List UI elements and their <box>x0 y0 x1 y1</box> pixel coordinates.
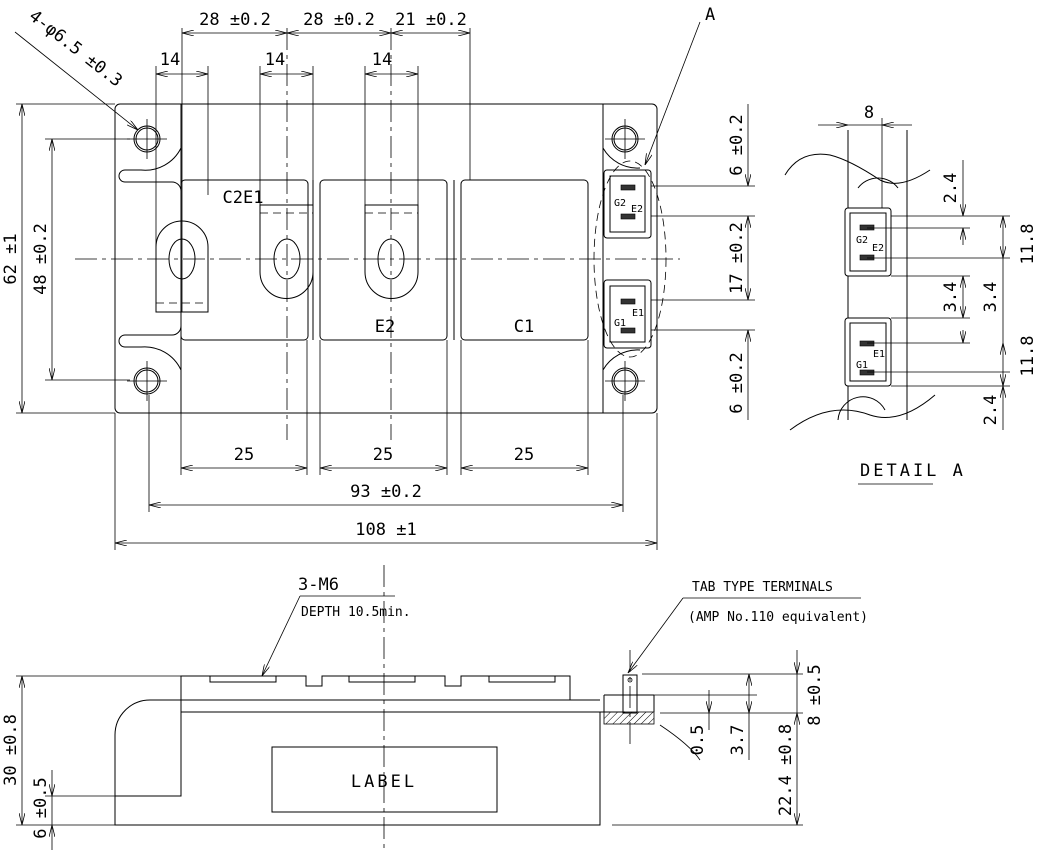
dim-pitch-3: 21 ±0.2 <box>395 10 467 30</box>
dim-terminal-block: 25 <box>514 445 534 465</box>
label-area <box>271 746 498 813</box>
tab-note-sub: (AMP No.110 equivalent) <box>688 610 868 625</box>
detail-label-e1: E1 <box>873 349 885 360</box>
detail-dim: 3.4 <box>981 282 1001 313</box>
detail-a-title: DETAIL A <box>860 461 966 481</box>
detail-dim: 11.8 <box>1018 336 1038 377</box>
terminal-block-e2 <box>319 179 448 341</box>
detail-label-e2: E2 <box>872 243 884 254</box>
detail-dim: 11.8 <box>1018 224 1038 265</box>
dim-right-bottom: 6 ±0.2 <box>727 352 747 413</box>
dim-tab-3-7: 3.7 <box>728 725 748 756</box>
dim-terminal-width: 14 <box>160 50 180 70</box>
side-view: LABEL 3-M6 DEPTH 10.5min. TAB TYPE TERMI… <box>1 565 868 850</box>
dim-length: 108 ±1 <box>355 520 416 540</box>
gate-label-e1: E1 <box>632 308 644 319</box>
mounting-holes <box>127 119 645 401</box>
module-outline <box>114 103 658 414</box>
dim-terminal-width: 14 <box>265 50 285 70</box>
dim-height: 62 ±1 <box>1 233 21 284</box>
gate-block-upper <box>603 169 652 239</box>
dim-right-top: 6 ±0.2 <box>727 114 747 175</box>
terminal-label-c2e1: C2E1 <box>223 188 264 208</box>
dim-hole-pitch-vertical: 48 ±0.2 <box>31 223 51 295</box>
detail-callout-a: A <box>705 5 715 25</box>
top-view: C2E1 E2 C1 G2 E2 E1 G1 28 ±0.2 28 ±0.2 2… <box>1 5 755 550</box>
detail-dim: 2.4 <box>941 173 961 204</box>
dim-right-middle: 17 ±0.2 <box>727 222 747 294</box>
gate-label-g1: G1 <box>614 318 626 329</box>
gate-label-g2: G2 <box>614 198 626 209</box>
detail-a-view: G2 E2 E1 G1 8 2.4 11.8 3.4 3.4 11.8 2.4 … <box>784 103 1038 485</box>
gate-block-lower <box>603 279 652 349</box>
dim-tab-22-4: 22.4 ±0.8 <box>776 724 796 816</box>
detail-dim: 2.4 <box>981 395 1001 426</box>
label-text: LABEL <box>351 772 417 792</box>
dim-terminal-block: 25 <box>234 445 254 465</box>
detail-dim-width: 8 <box>864 103 874 123</box>
dim-pitch-1: 28 ±0.2 <box>199 10 271 30</box>
screw-callout: 3-M6 <box>298 575 339 595</box>
terminal-label-e2: E2 <box>375 317 395 337</box>
terminal-label-c1: C1 <box>514 317 534 337</box>
dim-hole-pitch-horizontal: 93 ±0.2 <box>350 482 422 502</box>
dim-tab-0-5: 0.5 <box>688 725 708 756</box>
dim-tab-8: 8 ±0.5 <box>805 664 825 725</box>
detail-dim: 3.4 <box>941 282 961 313</box>
depth-note: DEPTH 10.5min. <box>301 605 411 620</box>
dim-terminal-block: 25 <box>373 445 393 465</box>
hole-callout: 4-φ6.5 ±0.3 <box>25 6 126 91</box>
dim-side-height: 30 ±0.8 <box>1 714 21 786</box>
detail-label-g1: G1 <box>856 360 868 371</box>
gate-label-e2: E2 <box>631 204 643 215</box>
detail-label-g2: G2 <box>856 235 868 246</box>
dim-pitch-2: 28 ±0.2 <box>303 10 375 30</box>
dim-terminal-width: 14 <box>372 50 392 70</box>
dim-base: 6 ±0.5 <box>31 777 51 838</box>
terminal-block-c2e1 <box>180 179 309 341</box>
tab-note: TAB TYPE TERMINALS <box>692 580 833 595</box>
terminal-block-c1 <box>460 179 589 341</box>
